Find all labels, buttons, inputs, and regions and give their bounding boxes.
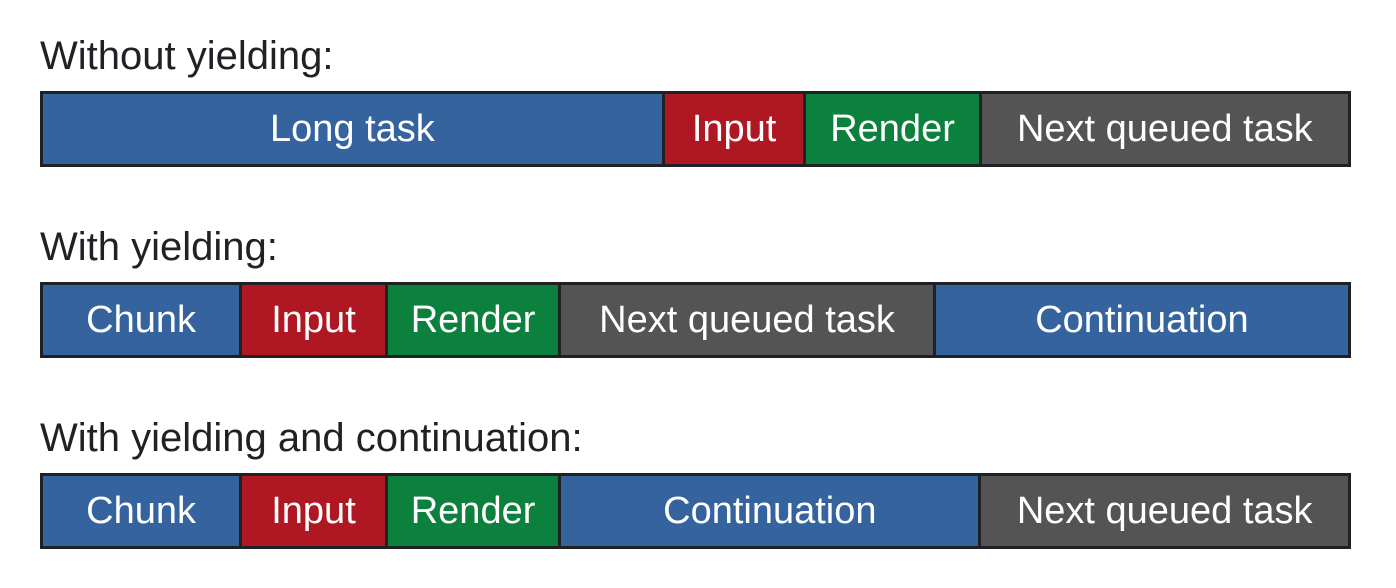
section-heading: With yielding: bbox=[40, 225, 278, 269]
segment-continuation: Continuation bbox=[561, 476, 979, 546]
segment-render: Render bbox=[806, 94, 979, 164]
segment-label: Render bbox=[410, 489, 536, 532]
segment-render: Render bbox=[387, 476, 559, 546]
segment-input: Input bbox=[242, 476, 385, 546]
segment-label: Render bbox=[830, 107, 955, 150]
segment-long-task: Long task bbox=[43, 94, 662, 164]
segment-label: Chunk bbox=[86, 298, 196, 341]
segment-label: Next queued task bbox=[1016, 489, 1313, 532]
segment-input: Input bbox=[664, 94, 804, 164]
segment-chunk: Chunk bbox=[43, 476, 240, 546]
segment-next-queued-task: Next queued task bbox=[561, 285, 933, 355]
segment-label: Next queued task bbox=[1016, 107, 1313, 150]
segment-label: Input bbox=[691, 107, 777, 150]
section-without-yielding: Without yielding: Long task Input Render… bbox=[40, 36, 1351, 167]
segment-render: Render bbox=[387, 285, 559, 355]
section-with-yielding: With yielding: Chunk Input Render Next q… bbox=[40, 227, 1351, 358]
segment-input: Input bbox=[242, 285, 385, 355]
segment-label: Next queued task bbox=[599, 298, 895, 341]
segment-next-queued-task: Next queued task bbox=[981, 94, 1348, 164]
section-heading: With yielding and continuation: bbox=[40, 416, 583, 460]
segment-next-queued-task: Next queued task bbox=[981, 476, 1348, 546]
task-bar-with-yielding: Chunk Input Render Next queued task Cont… bbox=[40, 282, 1351, 358]
section-with-yielding-and-continuation: With yielding and continuation: Chunk In… bbox=[40, 418, 1351, 549]
segment-label: Long task bbox=[270, 107, 435, 150]
segment-label: Continuation bbox=[663, 489, 877, 532]
segment-label: Render bbox=[410, 298, 536, 341]
segment-label: Continuation bbox=[1035, 298, 1249, 341]
segment-chunk: Chunk bbox=[43, 285, 240, 355]
task-bar-with-yielding-and-continuation: Chunk Input Render Continuation Next que… bbox=[40, 473, 1351, 549]
segment-label: Chunk bbox=[86, 489, 196, 532]
task-bar-without-yielding: Long task Input Render Next queued task bbox=[40, 91, 1351, 167]
segment-label: Input bbox=[271, 489, 356, 532]
segment-label: Input bbox=[271, 298, 356, 341]
segment-continuation: Continuation bbox=[935, 285, 1348, 355]
section-heading: Without yielding: bbox=[40, 34, 334, 78]
